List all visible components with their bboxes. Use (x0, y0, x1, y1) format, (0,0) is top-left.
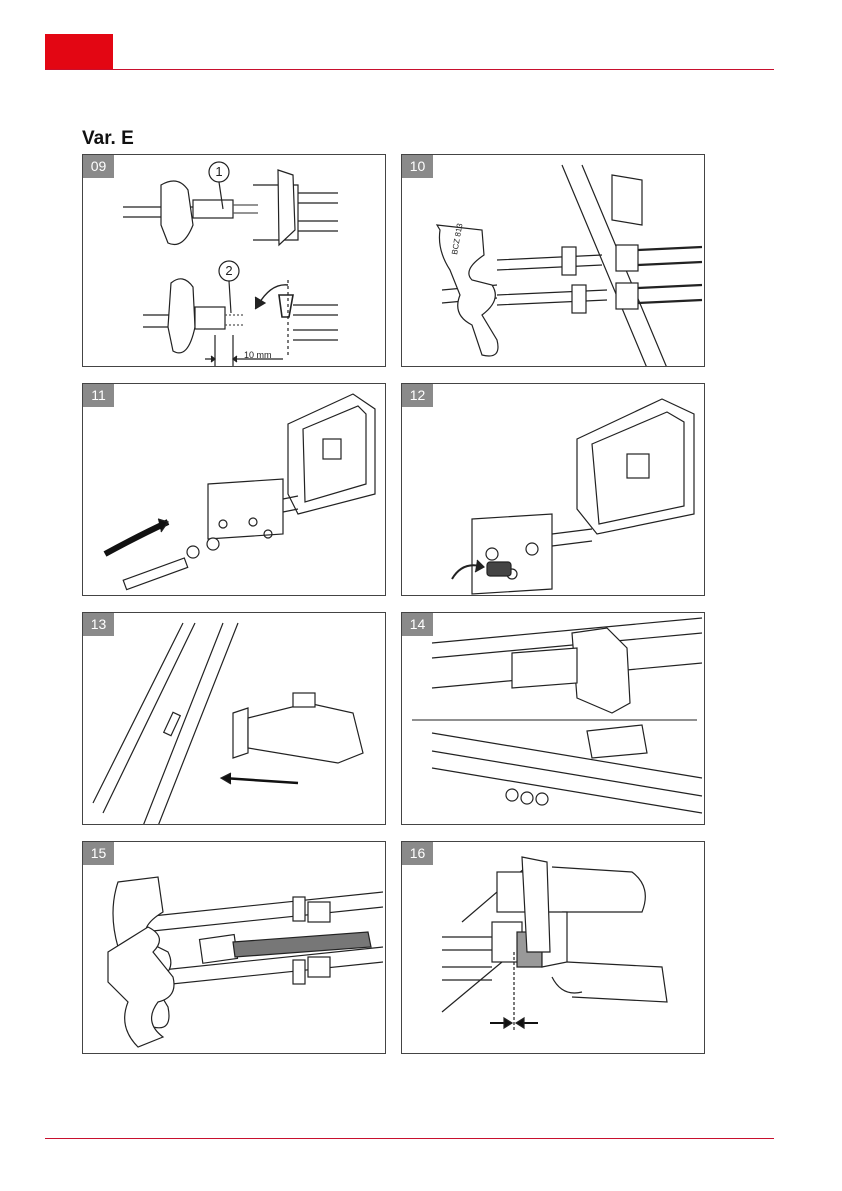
step-number: 09 (83, 155, 114, 178)
section-title: Var. E (82, 128, 134, 150)
step-number: 10 (402, 155, 433, 178)
step-number: 13 (83, 613, 114, 636)
callout-2: 2 (225, 263, 232, 278)
dimension-label: 10 mm (244, 350, 272, 360)
mounting-rail-illustration (83, 613, 386, 825)
tool-on-cables-illustration: BCZ 813 (402, 155, 705, 367)
step-number: 12 (402, 384, 433, 407)
cable-adjuster-illustration: 1 2 10 mm (83, 155, 386, 367)
actuator-fasten-illustration (402, 384, 705, 596)
vehicle-underside-illustration (402, 613, 705, 825)
step-number: 15 (83, 842, 114, 865)
step-number: 11 (83, 384, 114, 407)
illustration-panel-16: 16 (401, 841, 705, 1054)
illustration-panel-13: 13 (82, 612, 386, 825)
actuator-insert-illustration (83, 384, 386, 596)
clearance-detail-illustration (402, 842, 705, 1054)
illustration-panel-14: 14 (401, 612, 705, 825)
step-number: 16 (402, 842, 433, 865)
cable-wrench-illustration (83, 842, 386, 1054)
header-rule (45, 69, 774, 70)
illustration-panel-11: 11 (82, 383, 386, 596)
illustration-panel-12: 12 (401, 383, 705, 596)
footer-rule (45, 1138, 774, 1139)
illustration-panel-10: 10 BCZ 813 (401, 154, 705, 367)
step-number: 14 (402, 613, 433, 636)
illustration-panel-15: 15 (82, 841, 386, 1054)
illustration-panel-09: 09 1 2 10 mm (82, 154, 386, 367)
brand-color-block (45, 34, 113, 69)
callout-1: 1 (215, 164, 222, 179)
